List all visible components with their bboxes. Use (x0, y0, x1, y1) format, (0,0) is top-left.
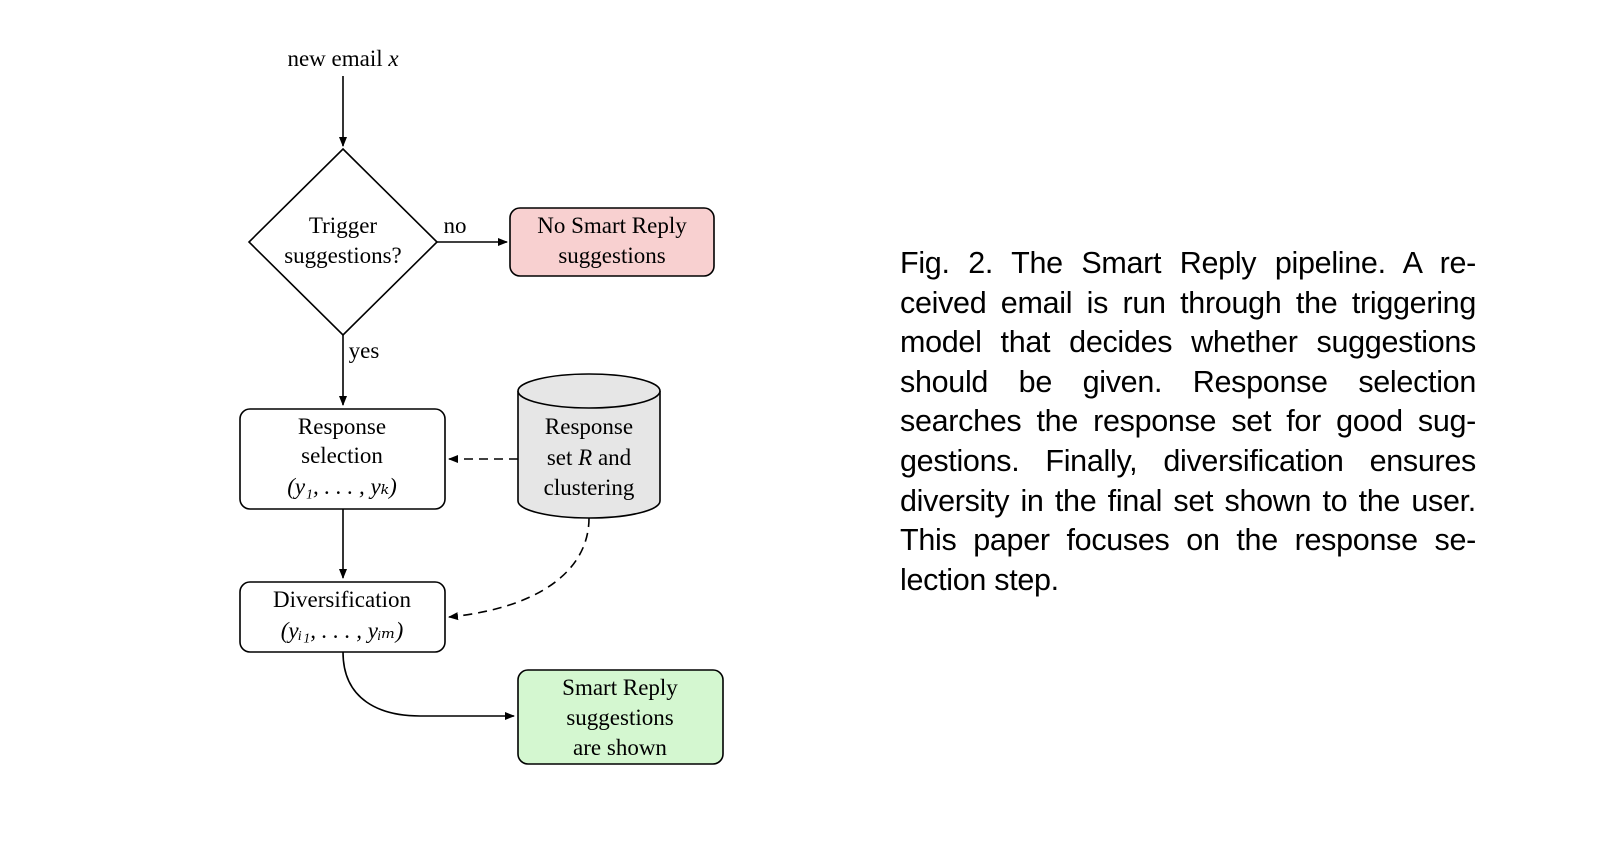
edge-diversification-to-shown (342, 651, 515, 720)
response-set-label-1: Response (545, 414, 633, 439)
shown-label-1: Smart Reply (562, 675, 678, 700)
caption-line: ceived email is run through the triggeri… (900, 285, 1476, 320)
figure-caption: Fig. 2. The Smart Reply pipeline. A re- … (900, 244, 1476, 600)
diversification-label-2: (yᵢ₁, . . . , yᵢₘ) (281, 618, 404, 643)
caption-line: should be given. Response selection (900, 364, 1476, 399)
no-reply-box (509, 207, 715, 277)
input-label: new email x (287, 46, 399, 71)
trigger-label-1: Trigger (309, 213, 377, 238)
response-set-label-2: set R and (547, 445, 632, 470)
diversification-label-1: Diversification (273, 587, 411, 612)
response-selection-label-2: selection (301, 443, 383, 468)
trigger-decision (247, 147, 439, 337)
caption-line: lection step. (900, 562, 1059, 597)
edge-set-to-diversification (448, 517, 590, 621)
pipeline-flowchart: new email x Trigger suggestions? no No S… (239, 46, 724, 765)
caption-line: Fig. 2. The Smart Reply pipeline. A re- (900, 246, 1476, 280)
caption-line: searches the response set for good sug- (900, 404, 1476, 439)
shown-box (517, 669, 724, 765)
response-selection-label-3: (y₁, . . . , yₖ) (287, 474, 397, 499)
caption-line: diversity in the final set shown to the … (900, 483, 1476, 518)
response-set-label-3: clustering (544, 475, 635, 500)
edge-no-label: no (444, 213, 467, 238)
caption-line: gestions. Finally, diversification ensur… (900, 443, 1476, 478)
no-reply-label-1: No Smart Reply (537, 213, 687, 238)
shown-label-3: are shown (573, 735, 667, 760)
shown-label-2: suggestions (566, 705, 673, 730)
caption-line: model that decides whether suggestions (900, 325, 1476, 360)
caption-line: This paper focuses on the response se- (900, 523, 1476, 558)
trigger-label-2: suggestions? (284, 243, 402, 268)
response-selection-label-1: Response (298, 414, 386, 439)
no-reply-label-2: suggestions (558, 243, 665, 268)
edge-yes-label: yes (349, 338, 380, 363)
